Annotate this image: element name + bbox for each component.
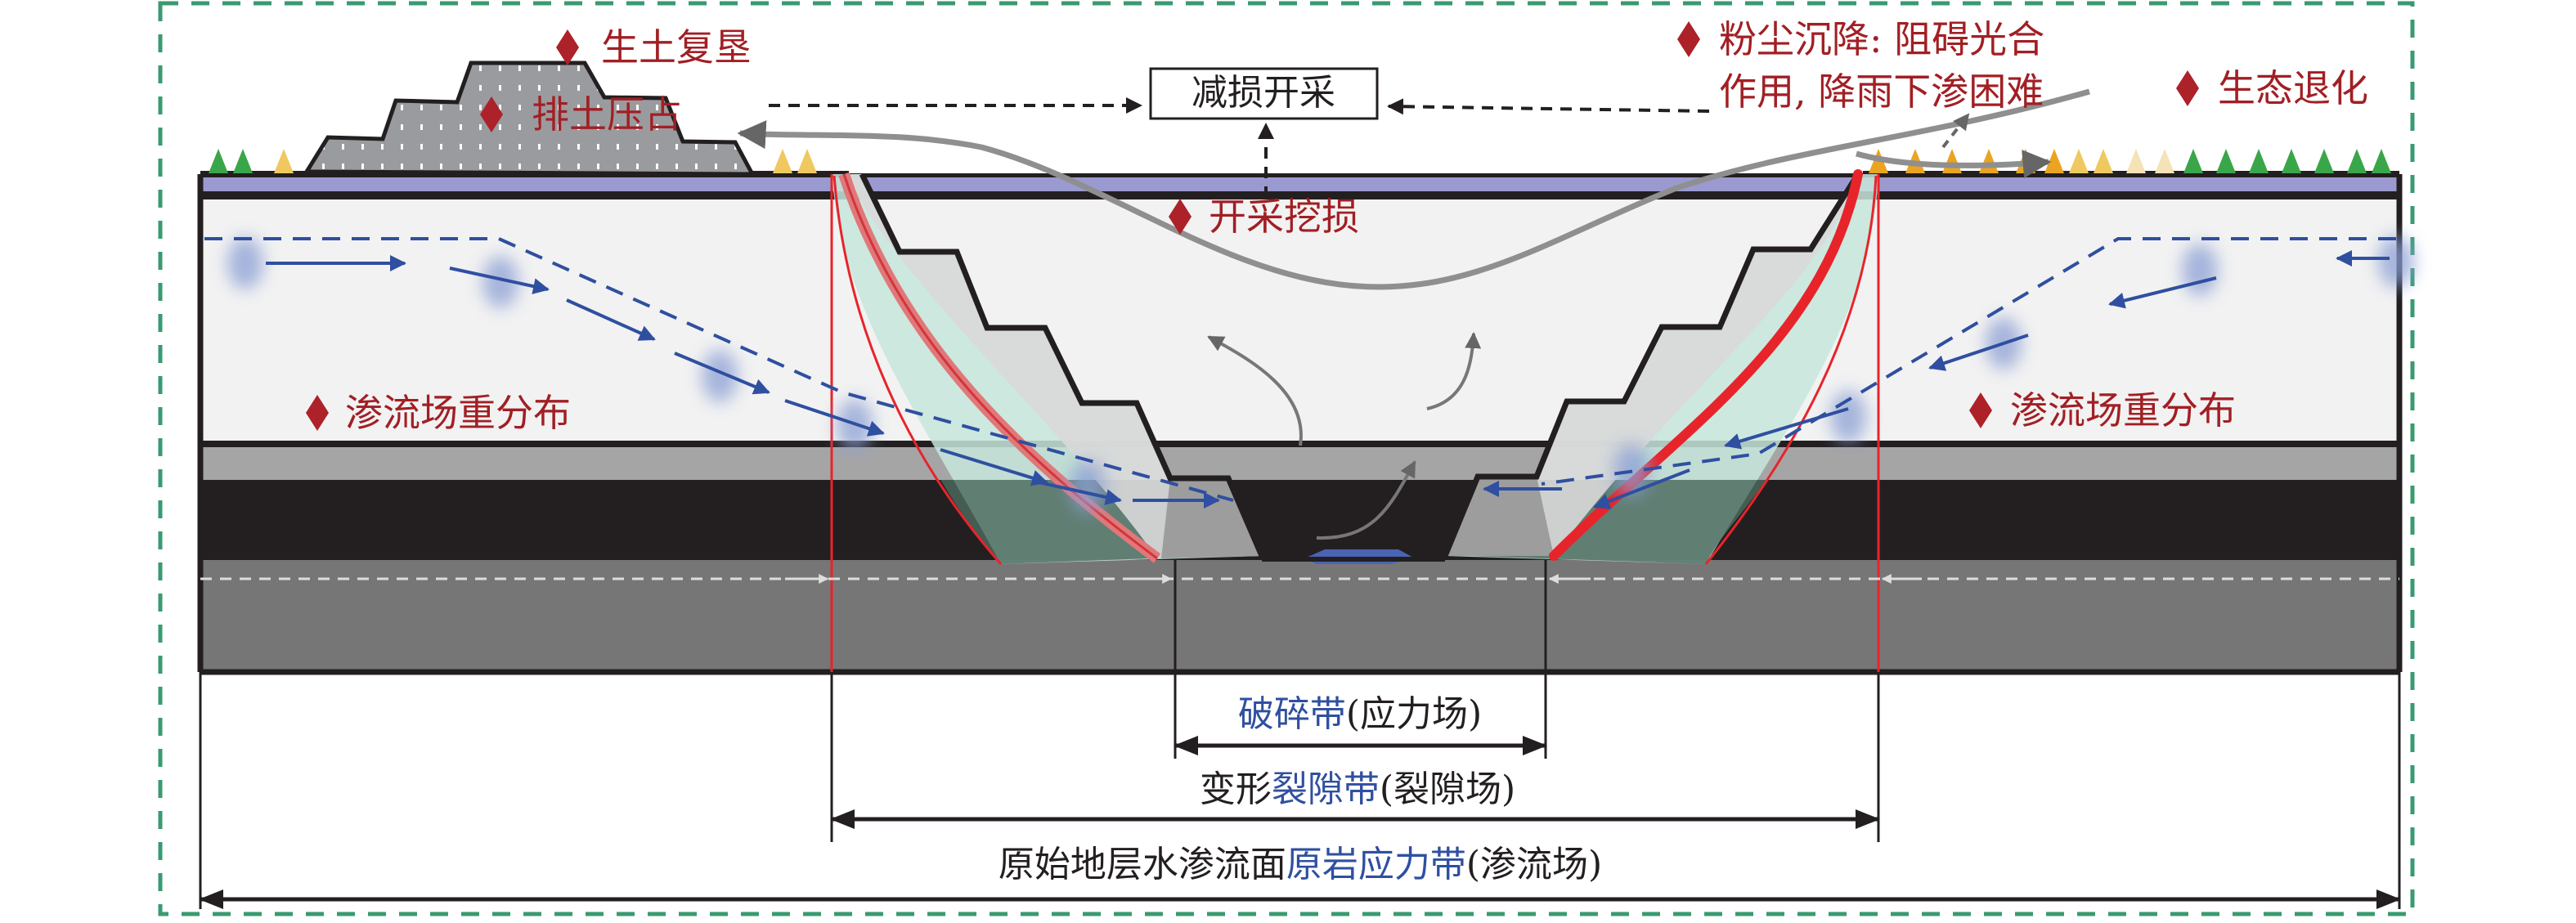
fracture-zone-label: 变形裂隙带(裂隙场) bbox=[1200, 768, 1515, 810]
dust-flow-arrow bbox=[737, 88, 2090, 290]
label-excavation: 开采挖损 bbox=[1209, 195, 1359, 239]
original-zone-label: 原始地层水渗流面原岩应力带(渗流场) bbox=[999, 844, 1602, 885]
diamond-icon bbox=[306, 395, 329, 431]
aquifer-layer bbox=[200, 199, 2399, 444]
dashed-arrows bbox=[769, 97, 1710, 198]
fracture-boundary-left bbox=[832, 175, 1003, 565]
label-dust-1: 粉尘沉降: 阻碍光合 bbox=[1719, 17, 2044, 61]
diamond-icon bbox=[1677, 21, 1700, 57]
topsoil-layer bbox=[200, 176, 2399, 192]
frame-border bbox=[158, 1, 2415, 916]
label-eco: 生态退化 bbox=[2218, 66, 2368, 110]
dimension-arrows bbox=[199, 736, 2401, 909]
seepage-arrows bbox=[266, 250, 2390, 509]
fracture-boundary-right bbox=[1704, 175, 1878, 565]
pit-wall-left bbox=[846, 174, 1262, 558]
diamond-icon bbox=[1969, 392, 1992, 428]
label-reclaim: 生土复垦 bbox=[601, 25, 752, 69]
pit-air-arrows bbox=[1207, 332, 1482, 540]
mitigation-label: 减损开采 bbox=[1192, 72, 1335, 114]
pit-wall-right bbox=[1445, 174, 1858, 556]
waste-dump bbox=[303, 60, 756, 177]
broken-zone-label: 破碎带(应力场) bbox=[1238, 693, 1482, 735]
label-seepage-right: 渗流场重分布 bbox=[2010, 388, 2236, 432]
vegetation bbox=[209, 149, 2391, 173]
label-dust-2: 作用, 降雨下渗困难 bbox=[1719, 69, 2044, 114]
mitigation-box bbox=[1149, 67, 1379, 120]
water-table bbox=[204, 237, 2396, 502]
diamond-icon bbox=[1169, 199, 1192, 235]
impact-labels: 生土复垦 排土压占 开采挖损 粉尘沉降: 阻碍光合 作用, 降雨下渗困难 生态退… bbox=[306, 17, 2368, 435]
diamond-icon bbox=[2176, 70, 2199, 106]
gray-layer bbox=[200, 444, 2399, 480]
bedrock-layer bbox=[200, 560, 2399, 672]
coal-layer bbox=[200, 480, 2399, 560]
label-seepage-left: 渗流场重分布 bbox=[345, 391, 571, 435]
diamond-icon bbox=[480, 96, 503, 132]
diamond-icon bbox=[556, 29, 579, 65]
label-dump: 排土压占 bbox=[532, 92, 682, 137]
